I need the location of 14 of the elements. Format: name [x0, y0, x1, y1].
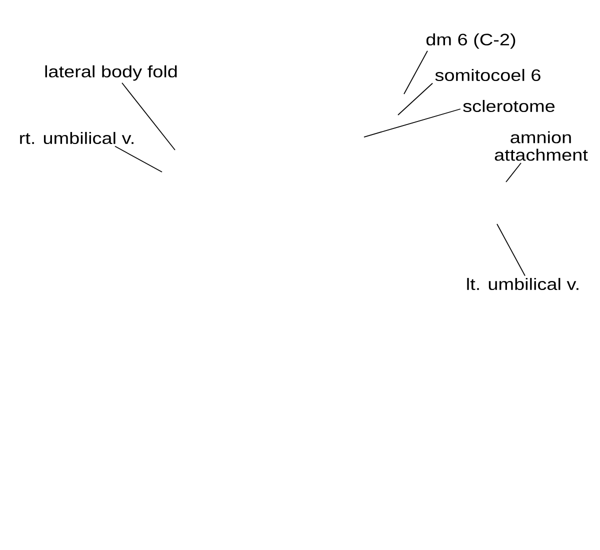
leader-line — [496, 224, 526, 276]
leader-line — [122, 82, 176, 150]
leader-line — [404, 50, 428, 94]
leader-line — [506, 162, 522, 182]
label: rt. umbilical v. — [20, 132, 134, 144]
label: lt. umbilical v. — [467, 278, 578, 290]
label: sclerotome — [463, 100, 555, 112]
label: amnion attachment — [494, 131, 588, 161]
label: somitocoel 6 — [435, 68, 540, 82]
leader-line — [114, 146, 162, 172]
label: dm 6 (C-2) — [426, 33, 516, 49]
leader-line — [398, 82, 433, 116]
label: lateral body fold — [45, 65, 177, 81]
leader-line — [364, 108, 461, 138]
